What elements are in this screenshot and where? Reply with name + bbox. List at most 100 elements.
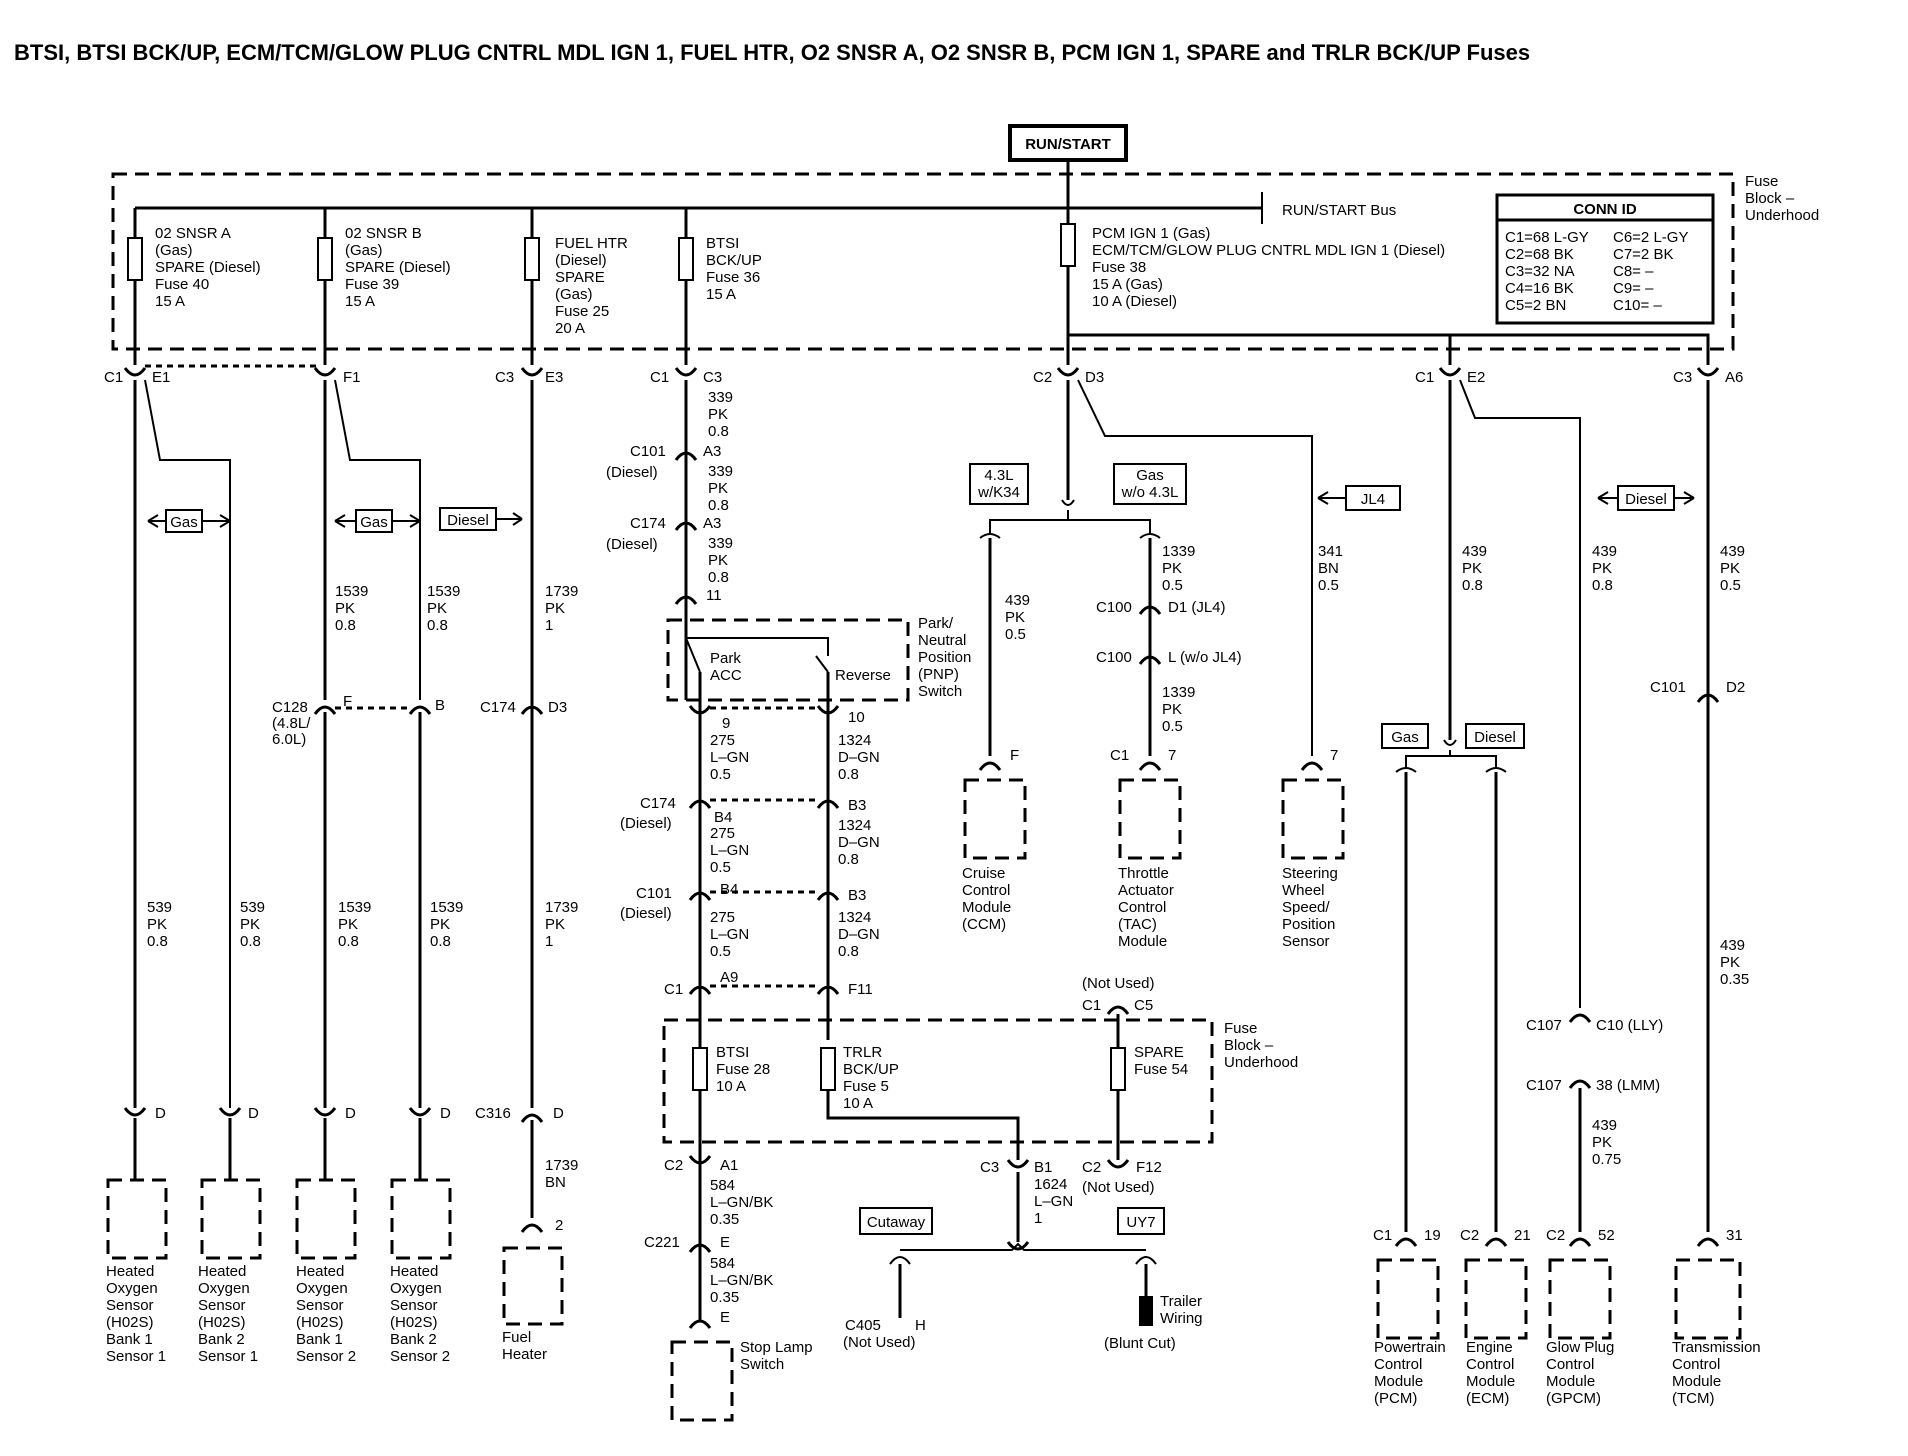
svg-text:D: D <box>440 1105 451 1122</box>
svg-text:JL4: JL4 <box>1361 491 1385 508</box>
svg-text:ACC: ACC <box>710 667 742 684</box>
svg-text:C3: C3 <box>703 369 722 386</box>
svg-text:0.8: 0.8 <box>240 933 261 950</box>
fuse-o2-snsr-b: 02 SNSR B (Gas) SPARE (Diesel) Fuse 39 1… <box>317 208 451 365</box>
svg-text:BTSI: BTSI <box>716 1044 749 1061</box>
svg-text:PK: PK <box>335 600 355 617</box>
svg-text:Fuel: Fuel <box>502 1329 531 1346</box>
svg-text:Underhood: Underhood <box>1745 207 1819 224</box>
svg-text:539: 539 <box>147 899 172 916</box>
svg-text:C100: C100 <box>1096 599 1132 616</box>
svg-text:C174: C174 <box>630 515 666 532</box>
hos-bank2-sensor2-label: Heated Oxygen Sensor (H02S) Bank 2 Senso… <box>390 1263 450 1365</box>
run-start-bus-label: RUN/START Bus <box>1282 202 1396 219</box>
svg-text:Heated: Heated <box>390 1263 438 1280</box>
svg-text:0.5: 0.5 <box>710 943 731 960</box>
svg-text:Neutral: Neutral <box>918 632 966 649</box>
svg-text:C2: C2 <box>1082 1159 1101 1176</box>
svg-text:F: F <box>1010 747 1019 764</box>
svg-text:D1 (JL4): D1 (JL4) <box>1168 599 1226 616</box>
svg-text:(TCM): (TCM) <box>1672 1390 1714 1407</box>
svg-text:Park: Park <box>710 650 741 667</box>
circuit-o2-b: Gas 1539 PK 0.8 1539 PK 0.8 C128 (4.8L/ … <box>272 379 463 1108</box>
svg-text:1739: 1739 <box>545 899 578 916</box>
svg-text:PK: PK <box>338 916 358 933</box>
svg-text:(Not Used): (Not Used) <box>843 1334 916 1351</box>
svg-text:C1: C1 <box>664 981 683 998</box>
svg-text:Wiring: Wiring <box>1160 1310 1203 1327</box>
svg-text:Reverse: Reverse <box>835 667 891 684</box>
svg-text:0.8: 0.8 <box>430 933 451 950</box>
svg-text:A9: A9 <box>720 969 738 986</box>
circuit-pnp-outputs: 9 10 275 L–GN 0.5 1324 D–GN 0.8 C174 (Di… <box>620 672 880 1170</box>
svg-text:B3: B3 <box>848 797 866 814</box>
circuit-btsi-bckup: 339 PK 0.8 C101 (Diesel) A3 339 PK 0.8 C… <box>606 380 733 700</box>
svg-text:Sensor 2: Sensor 2 <box>296 1348 356 1365</box>
svg-text:C2=68 BK: C2=68 BK <box>1505 246 1574 263</box>
svg-text:D: D <box>155 1105 166 1122</box>
svg-text:C101: C101 <box>636 885 672 902</box>
svg-text:C9= –: C9= – <box>1613 280 1654 297</box>
svg-text:339: 339 <box>708 463 733 480</box>
svg-text:Sensor: Sensor <box>1282 933 1330 950</box>
svg-text:(ECM): (ECM) <box>1466 1390 1509 1407</box>
svg-text:584: 584 <box>710 1255 735 1272</box>
svg-text:CONN ID: CONN ID <box>1573 201 1637 218</box>
svg-text:Switch: Switch <box>918 683 962 700</box>
fuse-block-lower: Fuse Block – Underhood BTSI Fuse 28 10 A… <box>662 975 1298 1160</box>
svg-text:L–GN: L–GN <box>710 926 749 943</box>
svg-text:FUEL HTR: FUEL HTR <box>555 235 628 252</box>
circuit-tcm: Diesel 439 PK 0.5 C101 D2 439 PK 0.35 <box>1597 380 1749 1232</box>
top-connectors: C1 E1 F1 C3 E3 C1 C3 C2 D3 C1 E2 C3 A6 <box>104 364 1743 386</box>
svg-text:439: 439 <box>1720 937 1745 954</box>
svg-text:C3=32 NA: C3=32 NA <box>1505 263 1575 280</box>
svg-text:Fuse: Fuse <box>1224 1020 1257 1037</box>
circuit-tac: 1339 PK 0.5 C100 D1 (JL4) C100 L (w/o JL… <box>1096 538 1242 950</box>
svg-text:0.8: 0.8 <box>335 617 356 634</box>
svg-text:C101: C101 <box>630 443 666 460</box>
svg-text:Bank 1: Bank 1 <box>106 1331 153 1348</box>
svg-text:PK: PK <box>1162 560 1182 577</box>
svg-text:SPARE (Diesel): SPARE (Diesel) <box>345 259 451 276</box>
svg-text:C5=2 BN: C5=2 BN <box>1505 297 1566 314</box>
svg-text:H: H <box>915 1317 926 1334</box>
svg-text:C8= –: C8= – <box>1613 263 1654 280</box>
svg-text:PK: PK <box>708 480 728 497</box>
svg-text:02 SNSR B: 02 SNSR B <box>345 225 422 242</box>
svg-text:PK: PK <box>430 916 450 933</box>
svg-text:(CCM): (CCM) <box>962 916 1006 933</box>
svg-text:(PCM): (PCM) <box>1374 1390 1417 1407</box>
svg-text:E3: E3 <box>545 369 563 386</box>
svg-text:1324: 1324 <box>838 909 871 926</box>
svg-text:1539: 1539 <box>338 899 371 916</box>
svg-text:10 A: 10 A <box>843 1095 873 1112</box>
svg-text:Sensor: Sensor <box>198 1297 246 1314</box>
svg-text:Control: Control <box>1374 1356 1422 1373</box>
svg-text:Gas: Gas <box>1136 467 1164 484</box>
svg-text:C1: C1 <box>1082 997 1101 1014</box>
svg-text:PK: PK <box>1162 701 1182 718</box>
svg-text:C128: C128 <box>272 699 308 716</box>
svg-text:Fuse 25: Fuse 25 <box>555 303 609 320</box>
svg-text:10 A: 10 A <box>716 1078 746 1095</box>
svg-text:1739: 1739 <box>545 583 578 600</box>
svg-text:584: 584 <box>710 1177 735 1194</box>
svg-text:Module: Module <box>1546 1373 1595 1390</box>
fuse-block-label: Fuse Block – Underhood <box>1745 173 1819 224</box>
svg-text:C4=16 BK: C4=16 BK <box>1505 280 1574 297</box>
svg-text:Diesel: Diesel <box>1474 729 1516 746</box>
svg-text:PK: PK <box>147 916 167 933</box>
svg-text:Fuse 38: Fuse 38 <box>1092 259 1146 276</box>
svg-text:1339: 1339 <box>1162 543 1195 560</box>
circuit-fuel-heater: Diesel 1739 PK 1 C174 D3 1739 PK 1 C316 … <box>439 380 578 1363</box>
svg-text:0.8: 0.8 <box>708 423 729 440</box>
pcm-label: Powertrain Control Module (PCM) <box>1374 1339 1446 1407</box>
svg-text:1: 1 <box>545 617 553 634</box>
svg-text:0.8: 0.8 <box>838 766 859 783</box>
svg-text:0.5: 0.5 <box>1005 626 1026 643</box>
svg-text:F11: F11 <box>848 981 873 998</box>
svg-text:Cutaway: Cutaway <box>867 1214 926 1231</box>
svg-text:Heated: Heated <box>198 1263 246 1280</box>
svg-text:w/o 4.3L: w/o 4.3L <box>1121 484 1179 501</box>
svg-text:E: E <box>720 1234 730 1251</box>
